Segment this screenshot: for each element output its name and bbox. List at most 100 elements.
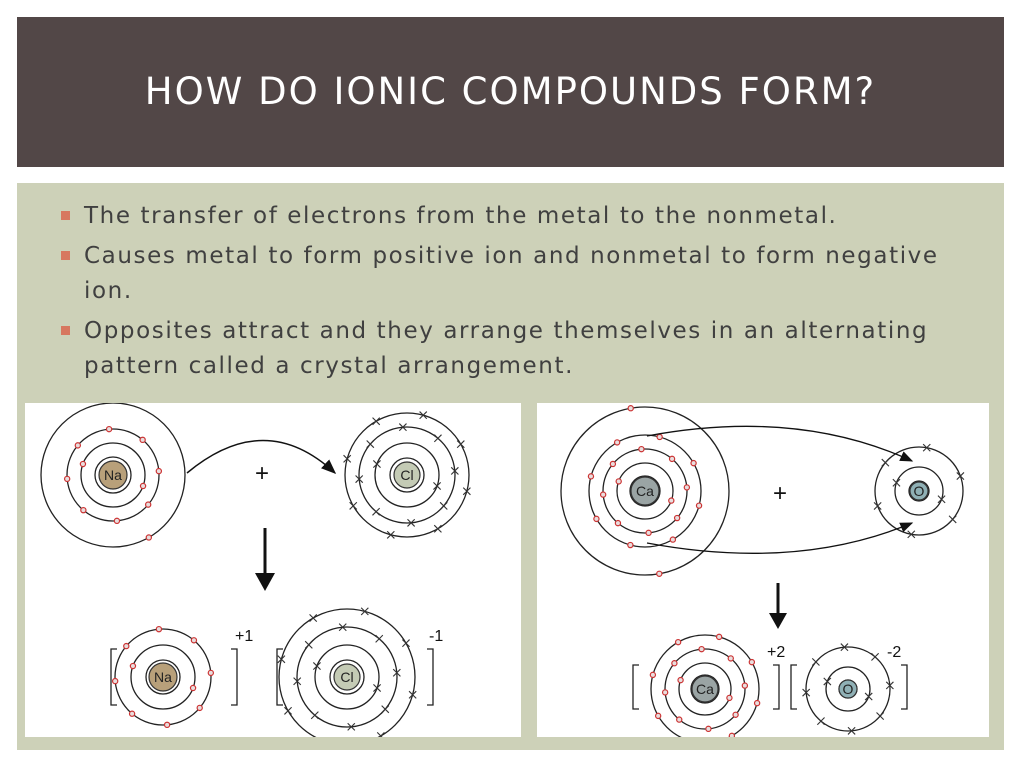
ion-brackets [110, 648, 434, 706]
electron-dot [698, 645, 705, 653]
electron-dot [674, 638, 682, 646]
oxide-charge: -2 [887, 644, 901, 661]
electron-cross-mark [372, 507, 381, 516]
electron-cross-mark [456, 440, 465, 449]
electron-dot [732, 711, 739, 718]
electron-cross-mark [864, 692, 873, 701]
bullet-item: Opposites attract and they arrange thems… [61, 314, 961, 384]
chlorine-atom: Cl [343, 411, 471, 539]
electron-cross-mark [375, 634, 384, 643]
electron-cross-mark [462, 487, 471, 496]
electron-dot [661, 689, 669, 696]
electron-dot [627, 541, 634, 549]
electron-shell [130, 644, 196, 710]
bullet-square-icon [61, 211, 70, 220]
electron-cross-mark [811, 657, 820, 666]
electron-dot [139, 436, 146, 444]
electron-cross-mark [881, 458, 890, 467]
electron-cross-mark [293, 677, 302, 686]
electron-dot [615, 478, 622, 485]
electron-dot [753, 699, 761, 707]
electron-cross-mark [277, 655, 286, 664]
electron-dot [683, 484, 691, 491]
electron-cross-mark [372, 417, 381, 426]
electron-cross-mark [876, 712, 885, 721]
bullet-square-icon [61, 251, 70, 260]
electron-dot [677, 676, 684, 684]
electron-shell [616, 462, 674, 520]
electron-shell [114, 628, 212, 726]
nucleus [98, 460, 128, 490]
electron-dot [63, 475, 71, 483]
electron-dot [728, 732, 736, 737]
electron-dot [128, 710, 136, 717]
nucleus [630, 476, 660, 506]
sodium-atom: Na [40, 403, 186, 548]
electron-transfer-arrow-top [646, 425, 914, 462]
calcium-atom: Ca [560, 405, 730, 577]
electron-shell [358, 426, 456, 524]
electron-cross-mark [398, 423, 407, 432]
electron-cross-mark [948, 515, 957, 524]
cao-formation-figure: Ca O + Ca O +2 -2 [537, 403, 989, 737]
sodium-ion: Na [111, 625, 215, 729]
electron-dot [189, 684, 197, 692]
bullet-text: The transfer of electrons from the metal… [84, 203, 838, 229]
nucleus [393, 461, 421, 489]
electron-dot [669, 536, 677, 543]
electron-cross-mark [840, 643, 849, 652]
electron-cross-mark [392, 668, 401, 677]
electron-dot [649, 671, 657, 679]
electron-dot [74, 442, 82, 449]
electron-dot [587, 473, 595, 480]
electron-dot [748, 658, 756, 666]
sodium-charge: +1 [235, 628, 253, 645]
oxide-ion: O [802, 643, 894, 735]
element-symbol: Na [154, 669, 172, 685]
electron-transfer-arrow-bottom [646, 522, 914, 554]
nucleus [909, 481, 929, 501]
nucleus [148, 662, 178, 692]
electron-dot [155, 625, 163, 633]
electron-cross-mark [816, 717, 825, 726]
nucleus [333, 663, 361, 691]
chloride-ion: Cl [277, 607, 417, 737]
electron-cross-mark [823, 677, 832, 686]
electron-cross-mark [802, 688, 811, 697]
electron-shell [145, 659, 181, 695]
electron-dot [139, 482, 147, 490]
electron-cross-mark [386, 530, 395, 539]
bullet-text: Opposites attract and they arrange thems… [84, 318, 929, 379]
electron-cross-mark [847, 726, 856, 735]
electron-shell [874, 446, 964, 536]
electron-dot [79, 460, 87, 468]
electron-dot [727, 655, 734, 662]
electron-cross-mark [376, 731, 385, 737]
electron-cross-mark [871, 652, 880, 661]
electron-shell [894, 466, 944, 516]
plus-sign: + [255, 460, 269, 487]
electron-cross-mark [937, 495, 946, 504]
nacl-diagram: Na Cl + Na Cl +1 -1 [40, 403, 471, 737]
element-symbol: Na [104, 467, 122, 483]
ion-brackets [632, 664, 908, 710]
electron-cross-mark [419, 411, 428, 420]
electron-dot [705, 725, 712, 733]
reaction-down-arrow [255, 528, 275, 591]
electron-dot [671, 660, 678, 667]
electron-dot [715, 633, 723, 641]
bullet-item: Causes metal to form positive ion and no… [61, 239, 961, 309]
electron-shell [678, 662, 732, 716]
electron-shell [40, 403, 186, 548]
bullet-list: The transfer of electrons from the metal… [61, 199, 961, 389]
electron-cross-mark [338, 623, 347, 632]
nucleus [838, 679, 858, 699]
electron-cross-mark [381, 705, 390, 714]
chloride-charge: -1 [429, 628, 443, 645]
electron-dot [129, 662, 137, 670]
electron-cross-mark [433, 434, 442, 443]
electron-cross-mark [433, 481, 442, 490]
electron-cross-mark [372, 460, 381, 469]
electron-cross-mark [433, 524, 442, 533]
electron-dot [609, 460, 617, 468]
